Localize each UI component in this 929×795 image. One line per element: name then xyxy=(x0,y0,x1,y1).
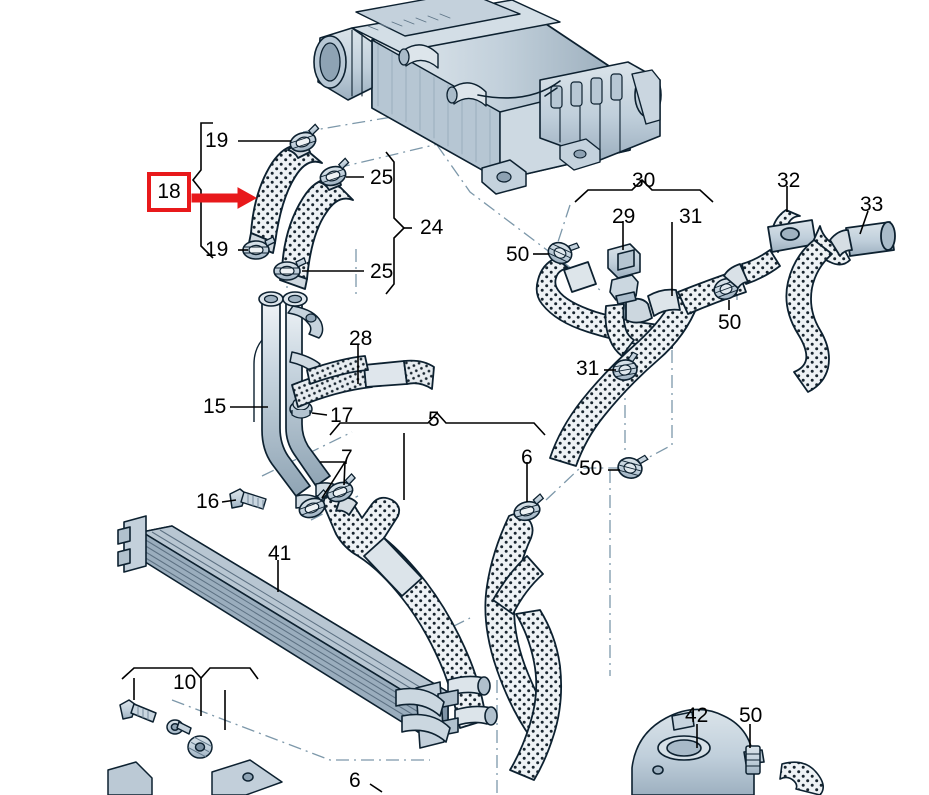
callout-50-upper-left[interactable]: 50 xyxy=(506,243,530,266)
callout-leader-lines xyxy=(121,122,869,793)
bolt-16 xyxy=(229,488,267,510)
callout-6-center[interactable]: 6 xyxy=(521,446,533,469)
callout-42[interactable]: 42 xyxy=(685,704,709,727)
callout-19-upper[interactable]: 19 xyxy=(205,129,229,152)
hose-clamp-50-bottom xyxy=(615,448,650,483)
callout-24[interactable]: 24 xyxy=(420,216,444,239)
coolant-hose-6b xyxy=(509,609,563,781)
callout-31-upper[interactable]: 31 xyxy=(679,205,703,228)
expansion-tank-42 xyxy=(631,708,824,795)
callout-50-bottom[interactable]: 50 xyxy=(579,457,603,480)
coolant-hose-tee-32 xyxy=(723,209,851,289)
callout-41[interactable]: 41 xyxy=(268,542,292,565)
callout-25-upper[interactable]: 25 xyxy=(370,166,394,189)
selected-part-callout[interactable]: 18 xyxy=(147,172,191,212)
sensor-bracket-29 xyxy=(607,243,641,305)
coolant-hose-6 xyxy=(484,512,556,739)
highlight-arrow xyxy=(191,187,258,209)
hose-clamp-50-tank xyxy=(745,745,761,775)
coolant-hose-connector-33 xyxy=(785,221,896,393)
callout-31-lower[interactable]: 31 xyxy=(576,357,600,380)
callout-28[interactable]: 28 xyxy=(349,327,373,350)
selected-part-number: 18 xyxy=(157,180,181,203)
callout-10[interactable]: 10 xyxy=(173,671,197,694)
low-temperature-radiator-41 xyxy=(117,515,459,749)
breather-hose-28 xyxy=(291,355,435,408)
callout-16[interactable]: 16 xyxy=(196,490,220,513)
callout-19-lower[interactable]: 19 xyxy=(205,238,229,261)
callout-50-mid[interactable]: 50 xyxy=(718,311,742,334)
callout-33[interactable]: 33 xyxy=(860,193,884,216)
coolant-pipe-15 xyxy=(229,291,353,515)
callout-50-tank[interactable]: 50 xyxy=(739,704,763,727)
callout-25-lower[interactable]: 25 xyxy=(370,260,394,283)
callout-6-bottom[interactable]: 6 xyxy=(349,769,361,792)
callout-30[interactable]: 30 xyxy=(632,169,656,192)
callout-17[interactable]: 17 xyxy=(330,404,354,427)
callout-7[interactable]: 7 xyxy=(341,446,353,469)
bolt-bush-kit-10 xyxy=(107,699,283,795)
callout-32[interactable]: 32 xyxy=(777,169,801,192)
coolant-hose-assembly-5 xyxy=(322,492,487,729)
hose-clamp-6 xyxy=(510,492,549,524)
callout-5[interactable]: 5 xyxy=(428,408,440,431)
charge-air-cooler-assembly xyxy=(313,0,662,195)
callout-29[interactable]: 29 xyxy=(612,205,636,228)
callout-15[interactable]: 15 xyxy=(203,395,227,418)
